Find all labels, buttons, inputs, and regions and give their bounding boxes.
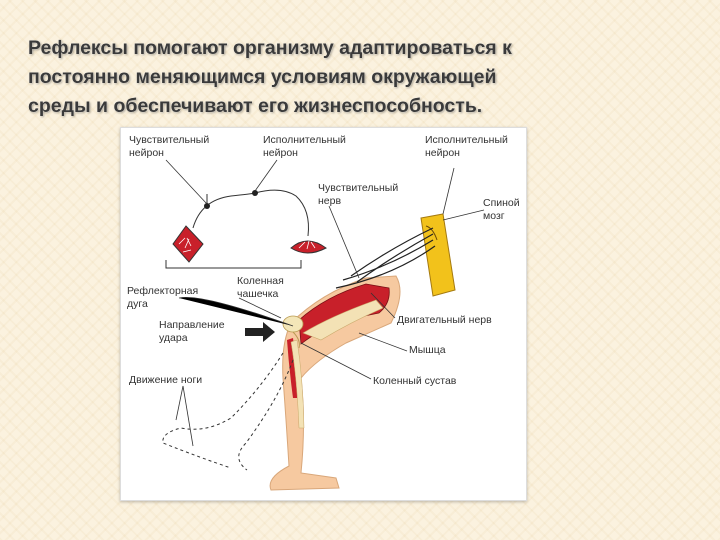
label-sensory-nerve-2: нерв [318,195,341,207]
motor-neuron-body [252,190,258,196]
label-reflex-arc-1: Рефлекторная [127,285,198,297]
label-strike-direction-2: удара [159,332,188,344]
label-kneecap-1: Коленная [237,275,284,287]
label-motor-neuron-top-1: Исполнительный [263,134,346,146]
receptor-square [172,225,204,263]
label-motor-neuron-top-2: нейрон [263,147,298,159]
leg-movement-dashed [162,352,294,471]
label-leg-movement: Движение ноги [129,374,202,386]
label-sensory-neuron-1: Чувствительный [129,134,209,146]
reflex-arc-figure: Чувствительный нейрон Исполнительный ней… [120,127,527,501]
neuron-schematic [165,159,327,269]
label-spinal-cord-1: Спиной [483,197,520,209]
label-motor-nerve: Двигательный нерв [397,314,492,326]
label-knee-joint: Коленный сустав [373,375,457,387]
label-muscle: Мышца [409,344,446,356]
slide-title: Рефлексы помогают организму адаптировать… [28,34,678,121]
label-sensory-neuron-2: нейрон [129,147,164,159]
label-pointers [175,167,485,447]
label-motor-neuron-right-1: Исполнительный [425,134,508,146]
reflex-arc-diagram: Чувствительный нейрон Исполнительный ней… [127,134,520,491]
label-strike-direction-1: Направление [159,319,225,331]
label-spinal-cord-2: мозг [483,210,505,222]
label-reflex-arc-2: дуга [127,298,148,310]
title-line-2: постоянно меняющимся условиям окружающей [28,66,497,88]
leg-illustration [269,275,401,491]
strike-arrow-icon [245,322,275,342]
nerves [335,227,436,289]
label-kneecap-2: чашечка [237,288,279,300]
effector-shape [290,240,327,254]
diagram-labels: Чувствительный нейрон Исполнительный ней… [127,134,520,387]
spinal-cord [420,213,456,297]
title-line-3: среды и обеспечивают его жизнеспособност… [28,95,483,117]
label-sensory-nerve-1: Чувствительный [318,182,398,194]
sensory-neuron-body [204,203,210,209]
bracket [165,260,302,269]
title-line-1: Рефлексы помогают организму адаптировать… [28,37,512,59]
label-motor-neuron-right-2: нейрон [425,147,460,159]
